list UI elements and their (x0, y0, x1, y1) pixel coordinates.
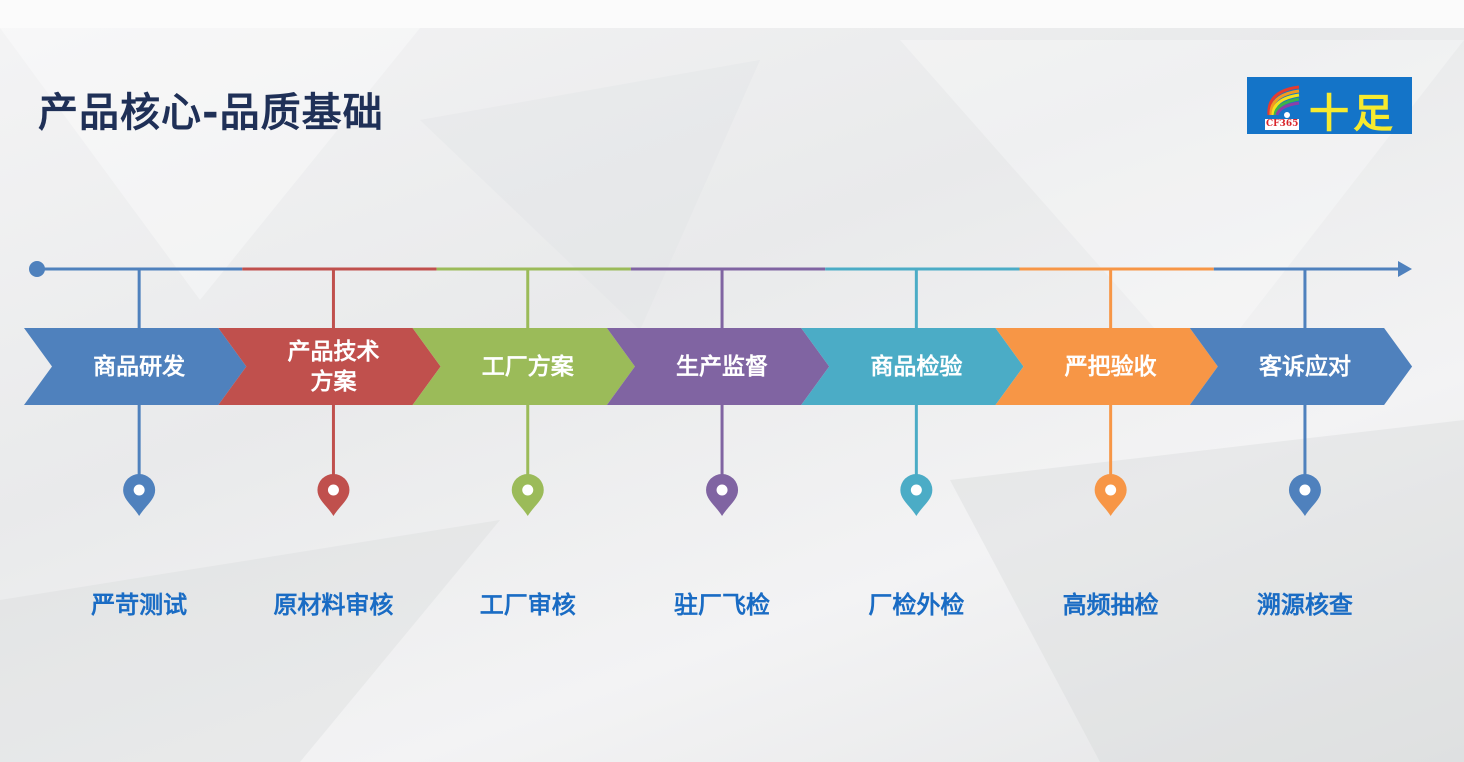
pin-hole (327, 484, 339, 496)
check-label: 厂检外检 (868, 591, 965, 619)
step-label: 商品检验 (870, 353, 963, 380)
chevron-step (606, 328, 830, 405)
check-label: 溯源核查 (1256, 591, 1353, 619)
pin-hole (522, 484, 534, 496)
company-logo: CF365 十足 (1247, 77, 1412, 137)
check-label: 驻厂飞检 (674, 591, 771, 619)
step-label: 生产监督 (676, 353, 769, 380)
pin-hole (716, 484, 728, 496)
check-label: 严苛测试 (91, 591, 188, 619)
top-band (0, 0, 1464, 28)
step-label: 商品研发 (93, 353, 186, 380)
chevron-step (218, 328, 441, 405)
timeline-start-dot (29, 261, 45, 277)
step-label: 产品技术 方案 (287, 338, 380, 395)
chevron-step (1189, 328, 1413, 405)
pin-hole (910, 484, 922, 496)
timeline-arrow-icon (1398, 261, 1412, 277)
check-label: 原材料审核 (273, 591, 394, 619)
pin-hole (133, 484, 145, 496)
page-title: 产品核心-品质基础 (38, 90, 384, 136)
rainbow-logo-icon (1267, 85, 1300, 118)
chevron-step (801, 328, 1024, 405)
logo-subtext: CF365 (1265, 119, 1300, 130)
step-label: 工厂方案 (481, 353, 574, 380)
chevron-step (412, 328, 635, 405)
chevron-step (24, 328, 247, 405)
chevron-step (995, 328, 1218, 405)
check-label: 高频抽检 (1062, 591, 1159, 619)
step-label: 客诉应对 (1258, 353, 1351, 380)
pin-hole (1299, 484, 1311, 496)
logo-text: 十足 (1309, 90, 1397, 137)
pin-hole (1105, 484, 1117, 496)
check-label: 工厂审核 (479, 591, 576, 619)
step-label: 严把验收 (1064, 353, 1157, 380)
